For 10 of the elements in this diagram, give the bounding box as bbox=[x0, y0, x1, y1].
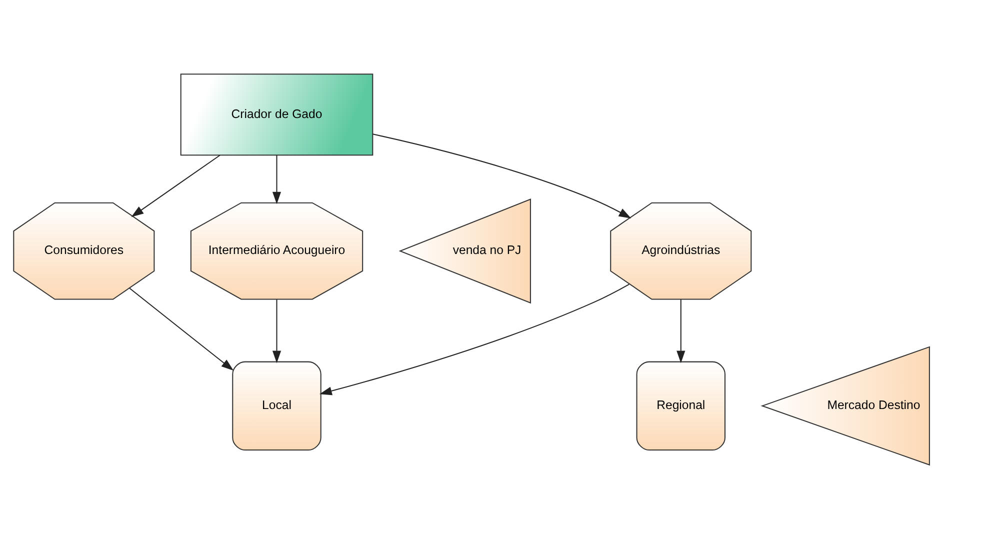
node-box: Local bbox=[232, 360, 321, 450]
arrow bbox=[272, 154, 281, 204]
arrow bbox=[130, 154, 220, 217]
node-box: Criador de Gado bbox=[180, 73, 373, 156]
arrow bbox=[372, 133, 631, 218]
arrow bbox=[272, 299, 281, 363]
arrow bbox=[319, 283, 629, 395]
arrow bbox=[128, 287, 234, 370]
node-box: Regional bbox=[636, 360, 725, 450]
arrow bbox=[676, 299, 685, 363]
